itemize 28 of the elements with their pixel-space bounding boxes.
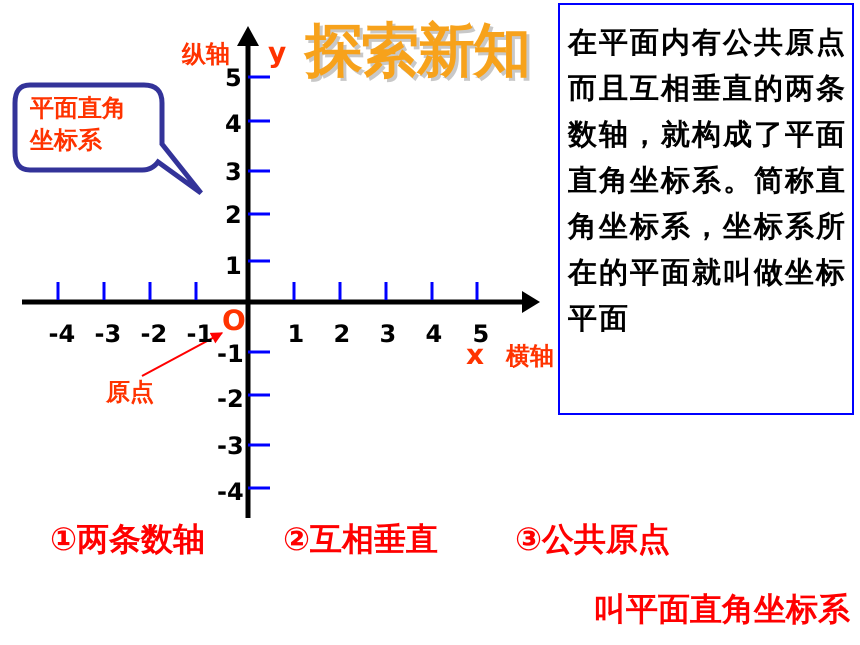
tick-label: -4	[48, 320, 76, 348]
definition-box: 在平面内有公共原点而且互相垂直的两条数轴，就构成了平面直角坐标系。简称直角坐标系，坐标系所在的平面就叫做坐标平面	[558, 3, 854, 415]
tick-label: -3	[217, 432, 244, 460]
conclusion-text: 叫平面直角坐标系	[594, 589, 850, 630]
tick-label: -1	[186, 320, 214, 348]
tick-label: -4	[217, 478, 244, 506]
tick-label: 4	[426, 320, 442, 348]
condition-text: ②互相垂直	[283, 519, 438, 560]
axis-name: 横轴	[506, 341, 554, 372]
title-text: 探索新知	[305, 15, 529, 86]
condition-text: ①两条数轴	[50, 519, 206, 560]
origin-label: 原点	[106, 376, 154, 408]
tick-label: -1	[217, 340, 244, 368]
tick-label: 3	[380, 320, 396, 348]
tick-label: -2	[217, 385, 244, 413]
condition-text: ③公共原点	[515, 519, 670, 560]
origin-letter: O	[222, 304, 246, 337]
tick-label: -3	[94, 320, 122, 348]
leader-arrow	[142, 332, 224, 377]
tick-label: 2	[225, 201, 242, 229]
tick-label: -2	[140, 320, 168, 348]
axis-letter: y	[268, 36, 286, 69]
tick-label: 1	[225, 252, 242, 280]
tick-label: 4	[225, 110, 242, 138]
tick-label: 3	[225, 158, 242, 186]
speech-bubble: 平面直角坐标系	[12, 82, 204, 196]
tick-label: 1	[288, 320, 304, 348]
tick-label: 2	[334, 320, 350, 348]
